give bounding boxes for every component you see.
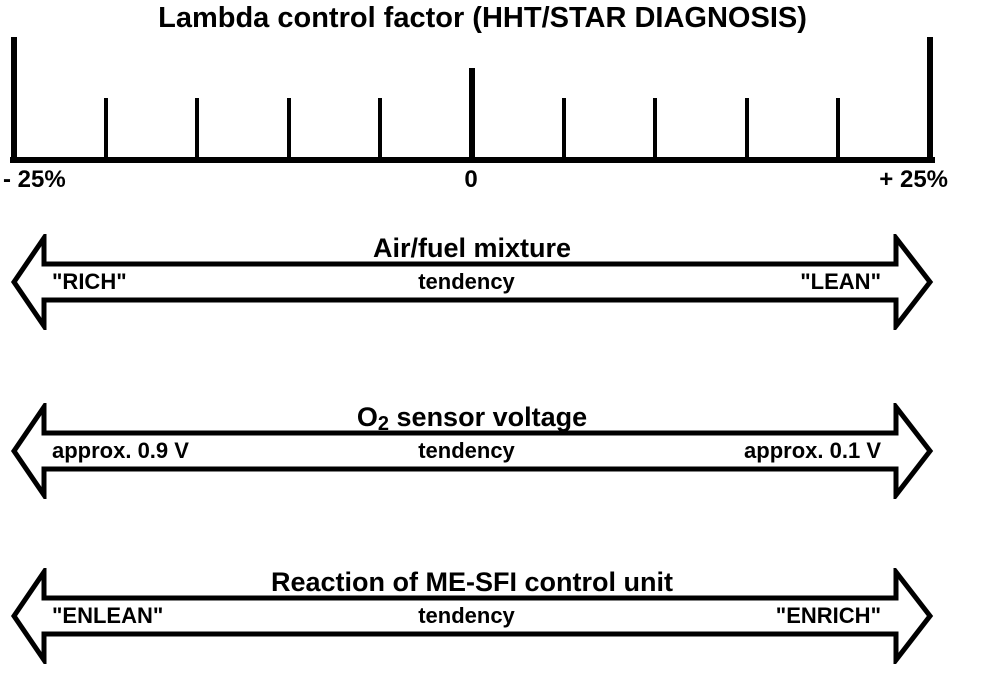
tick-mark — [103, 98, 108, 163]
arrow-labels: approx. 0.9 V tendency approx. 0.1 V — [52, 434, 881, 468]
tick-mark — [469, 68, 475, 163]
tick-mark — [286, 98, 291, 163]
tick-mark — [195, 98, 200, 163]
scale-min-label: - 25% — [3, 166, 66, 193]
arrow-left-label: "RICH" — [52, 269, 127, 294]
arrow-air-fuel-mixture: Air/fuel mixture "RICH" tendency "LEAN" — [0, 234, 992, 330]
scale-zero-label: 0 — [464, 166, 478, 193]
arrow-left-label: "ENLEAN" — [52, 603, 164, 628]
tick-mark — [561, 98, 566, 163]
arrow-right-label: "ENRICH" — [775, 603, 881, 628]
arrow-title: Air/fuel mixture — [14, 235, 930, 262]
arrow-title: Reaction of ME-SFI control unit — [14, 569, 930, 596]
arrow-title: O2 sensor voltage — [14, 402, 930, 435]
arrow-title-text: Reaction of ME-SFI control unit — [271, 567, 673, 597]
diagram-title: Lambda control factor (HHT/STAR DIAGNOSI… — [158, 2, 807, 34]
arrow-title-rest: sensor voltage — [389, 402, 588, 432]
tick-mark — [378, 98, 383, 163]
arrow-title-text: Air/fuel mixture — [372, 233, 572, 263]
scale-axis — [10, 37, 935, 163]
arrow-labels: "RICH" tendency "LEAN" — [52, 265, 881, 299]
arrow-right-label: "LEAN" — [800, 269, 881, 294]
arrow-o2-sensor-voltage: O2 sensor voltage approx. 0.9 V tendency… — [0, 403, 992, 499]
tick-mark — [927, 37, 933, 163]
arrow-title-text: O — [356, 402, 378, 432]
tick-mark — [744, 98, 749, 163]
double-headed-arrow-shape — [10, 234, 934, 330]
arrow-center-label: tendency — [418, 438, 515, 463]
arrow-center-label: tendency — [418, 269, 515, 294]
arrow-left-label: approx. 0.9 V — [52, 438, 189, 463]
arrow-center-label: tendency — [418, 603, 515, 628]
arrow-labels: "ENLEAN" tendency "ENRICH" — [52, 599, 881, 633]
double-headed-arrow-shape — [10, 403, 934, 499]
arrow-me-sfi-reaction: Reaction of ME-SFI control unit "ENLEAN"… — [0, 568, 992, 664]
arrow-title-subscript: 2 — [377, 413, 390, 435]
tick-mark — [11, 37, 17, 163]
double-headed-arrow-shape — [10, 568, 934, 664]
tick-mark — [836, 98, 841, 163]
arrow-right-label: approx. 0.1 V — [744, 438, 881, 463]
tick-mark — [653, 98, 658, 163]
scale-max-label: + 25% — [879, 166, 948, 193]
